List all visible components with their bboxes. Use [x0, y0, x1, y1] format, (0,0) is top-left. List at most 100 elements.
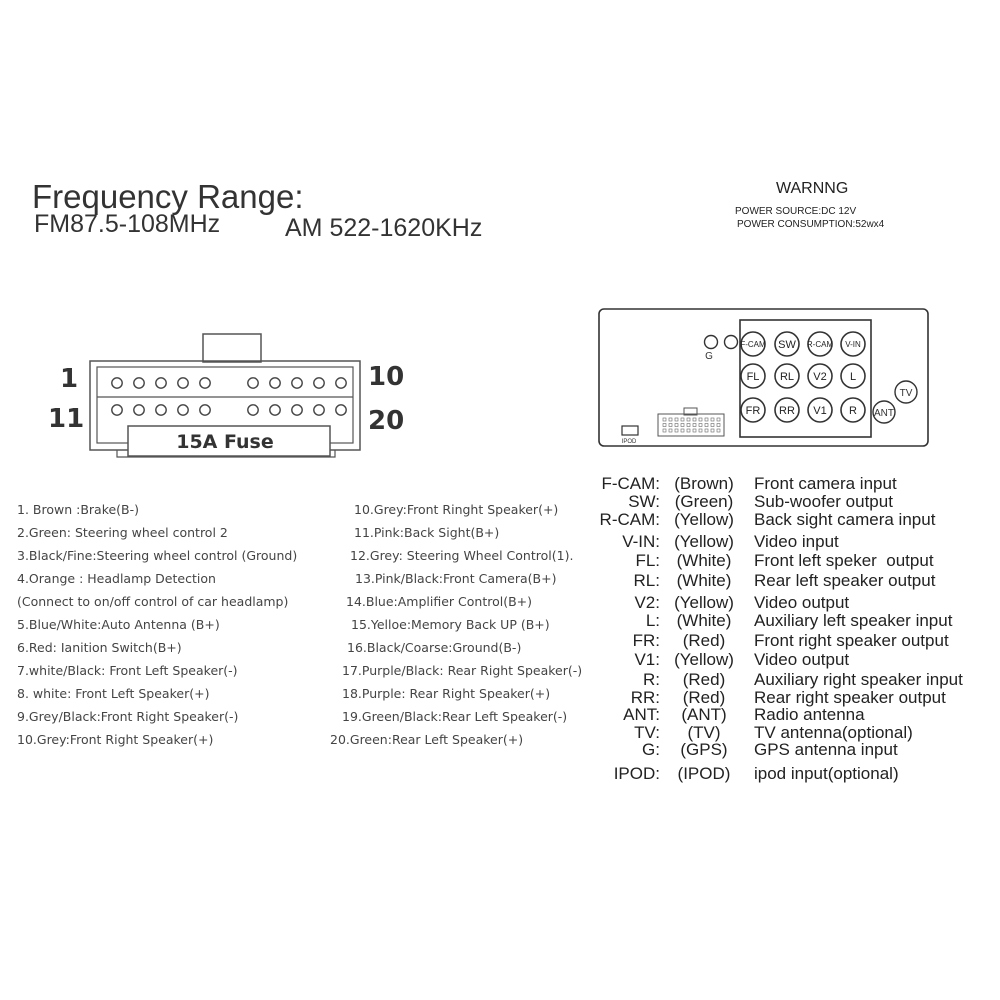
legend-row: V2:(Yellow)Video output — [588, 593, 849, 612]
legend-row: FR:(Red)Front right speaker output — [588, 631, 949, 650]
wire-item: 20.Green:Rear Left Speaker(+) — [330, 732, 524, 747]
legend-key: SW: — [628, 492, 660, 511]
pin-label-1: 1 — [60, 364, 79, 394]
legend-color: (Yellow) — [674, 650, 734, 669]
connector-pin — [111, 404, 123, 416]
wire-item: 14.Blue:Amplifier Control(B+) — [346, 594, 533, 609]
legend-key: L: — [645, 611, 660, 630]
port-v2 — [807, 363, 833, 389]
legend-color: (Red) — [682, 631, 726, 650]
mini-connector-pin — [698, 423, 703, 427]
legend-key: RR: — [630, 688, 660, 707]
legend-color: (White) — [676, 551, 732, 570]
legend-row: FL: (White) Front left speker output — [588, 551, 934, 570]
legend-key: V-IN: — [622, 532, 660, 551]
pin-label-20: 20 — [368, 406, 405, 436]
port-f-cam — [740, 331, 766, 357]
ant-label: ANT — [874, 408, 894, 419]
mini-connector-pin — [692, 417, 697, 422]
mini-connector — [657, 413, 725, 437]
port-label: FL — [747, 371, 760, 383]
legend-desc: Back sight camera input — [754, 510, 936, 529]
wire-item: (Connect to on/off control of car headla… — [17, 594, 289, 609]
pins-row-bottom — [111, 404, 347, 416]
port-block — [739, 319, 872, 438]
legend-color: (IPOD) — [677, 764, 731, 783]
connector-pin — [335, 404, 347, 416]
wire-item: 9.Grey/Black:Front Right Speaker(-) — [17, 709, 239, 724]
legend-key: G: — [642, 740, 660, 759]
port-label: R-CAM — [807, 340, 834, 349]
am-range: AM 522-1620KHz — [285, 214, 483, 242]
connector-pin — [155, 377, 167, 389]
power-consumption: POWER CONSUMPTION:52wx4 — [737, 219, 885, 230]
wiring-list-left: 1. Brown :Brake(B-) 2.Green: Steering wh… — [17, 498, 297, 751]
wire-item: 4.Orange : Headlamp Detection — [17, 571, 216, 586]
wire-item: 12.Grey: Steering Wheel Control(1). — [350, 548, 574, 563]
legend-color: (White) — [676, 611, 732, 630]
legend-row: TV:(TV)TV antenna(optional) — [588, 723, 913, 742]
legend-color: (GPS) — [680, 740, 728, 759]
mini-connector-pin — [668, 428, 673, 433]
legend-key: R: — [643, 670, 660, 689]
connector-pin — [133, 404, 145, 416]
mini-connector-pin — [710, 428, 715, 433]
pin-label-11: 11 — [48, 404, 85, 434]
pins-row-top — [111, 377, 347, 389]
fuse-label: 15A Fuse — [176, 431, 274, 453]
connector-lip — [116, 450, 336, 458]
legend-row: V-IN:(Yellow)Video input — [588, 532, 839, 551]
mini-connector-pin — [680, 417, 685, 422]
frequency-title: Frequency Range: — [32, 178, 304, 215]
wire-item: 18.Purple: Rear Right Speaker(+) — [342, 686, 551, 701]
legend-color: (Red) — [682, 670, 726, 689]
wire-item: 15.Yelloe:Memory Back UP (B+) — [351, 617, 550, 632]
legend-desc: Video output — [754, 650, 850, 669]
legend-desc: Front left speker output — [754, 551, 934, 570]
connector-pin — [269, 377, 281, 389]
legend-key: FL: — [635, 551, 660, 570]
legend-row: SW:(Green)Sub-woofer output — [588, 492, 893, 511]
tv-port — [894, 380, 918, 404]
legend-row: RR:(Red)Rear right speaker output — [588, 688, 946, 707]
port-sw — [774, 331, 800, 357]
legend-desc: GPS antenna input — [754, 740, 898, 759]
gps-port — [703, 334, 719, 350]
wire-item: 16.Black/Coarse:Ground(B-) — [347, 640, 522, 655]
legend-row: G: (GPS) GPS antenna input — [588, 740, 898, 759]
mini-connector-pin — [686, 423, 691, 427]
port-label: V-IN — [845, 340, 861, 349]
mini-connector-pin — [716, 417, 721, 422]
connector-latch — [202, 333, 262, 363]
ipod-label: IPOD — [622, 439, 637, 445]
mini-connector-pin — [686, 417, 691, 422]
wire-item: 10.Grey:Front Right Speaker(+) — [17, 732, 214, 747]
legend-desc: ipod input(optional) — [754, 764, 899, 783]
legend-desc: Auxiliary right speaker input — [754, 670, 963, 689]
legend-desc: Radio antenna — [754, 705, 865, 724]
legend-key: V2: — [634, 593, 660, 612]
legend-color: (Green) — [674, 492, 734, 511]
port-label: V1 — [813, 405, 826, 417]
mini-connector-pin — [662, 423, 667, 427]
mini-connector-pin — [698, 428, 703, 433]
port-rl — [774, 363, 800, 389]
port-fr — [740, 397, 766, 423]
wire-item: 2.Green: Steering wheel control 2 — [17, 525, 228, 540]
port-label: F-CAM — [740, 340, 766, 349]
port-v1 — [807, 397, 833, 423]
port-rr — [774, 397, 800, 423]
mini-connector-pin — [710, 423, 715, 427]
mini-connector-pin — [668, 423, 673, 427]
wire-item: 19.Green/Black:Rear Left Speaker(-) — [342, 709, 568, 724]
legend-row: L:(White)Auxiliary left speaker input — [588, 611, 953, 630]
legend-row: V1:(Yellow)Video output — [588, 650, 849, 669]
port-label: L — [850, 371, 856, 383]
mini-connector-pin — [698, 417, 703, 422]
fuse-box — [127, 425, 331, 457]
port-label: SW — [778, 339, 796, 351]
legend-desc: Rear left speaker output — [754, 571, 936, 590]
port-label: FR — [746, 405, 761, 417]
legend-color: (Red) — [682, 688, 726, 707]
